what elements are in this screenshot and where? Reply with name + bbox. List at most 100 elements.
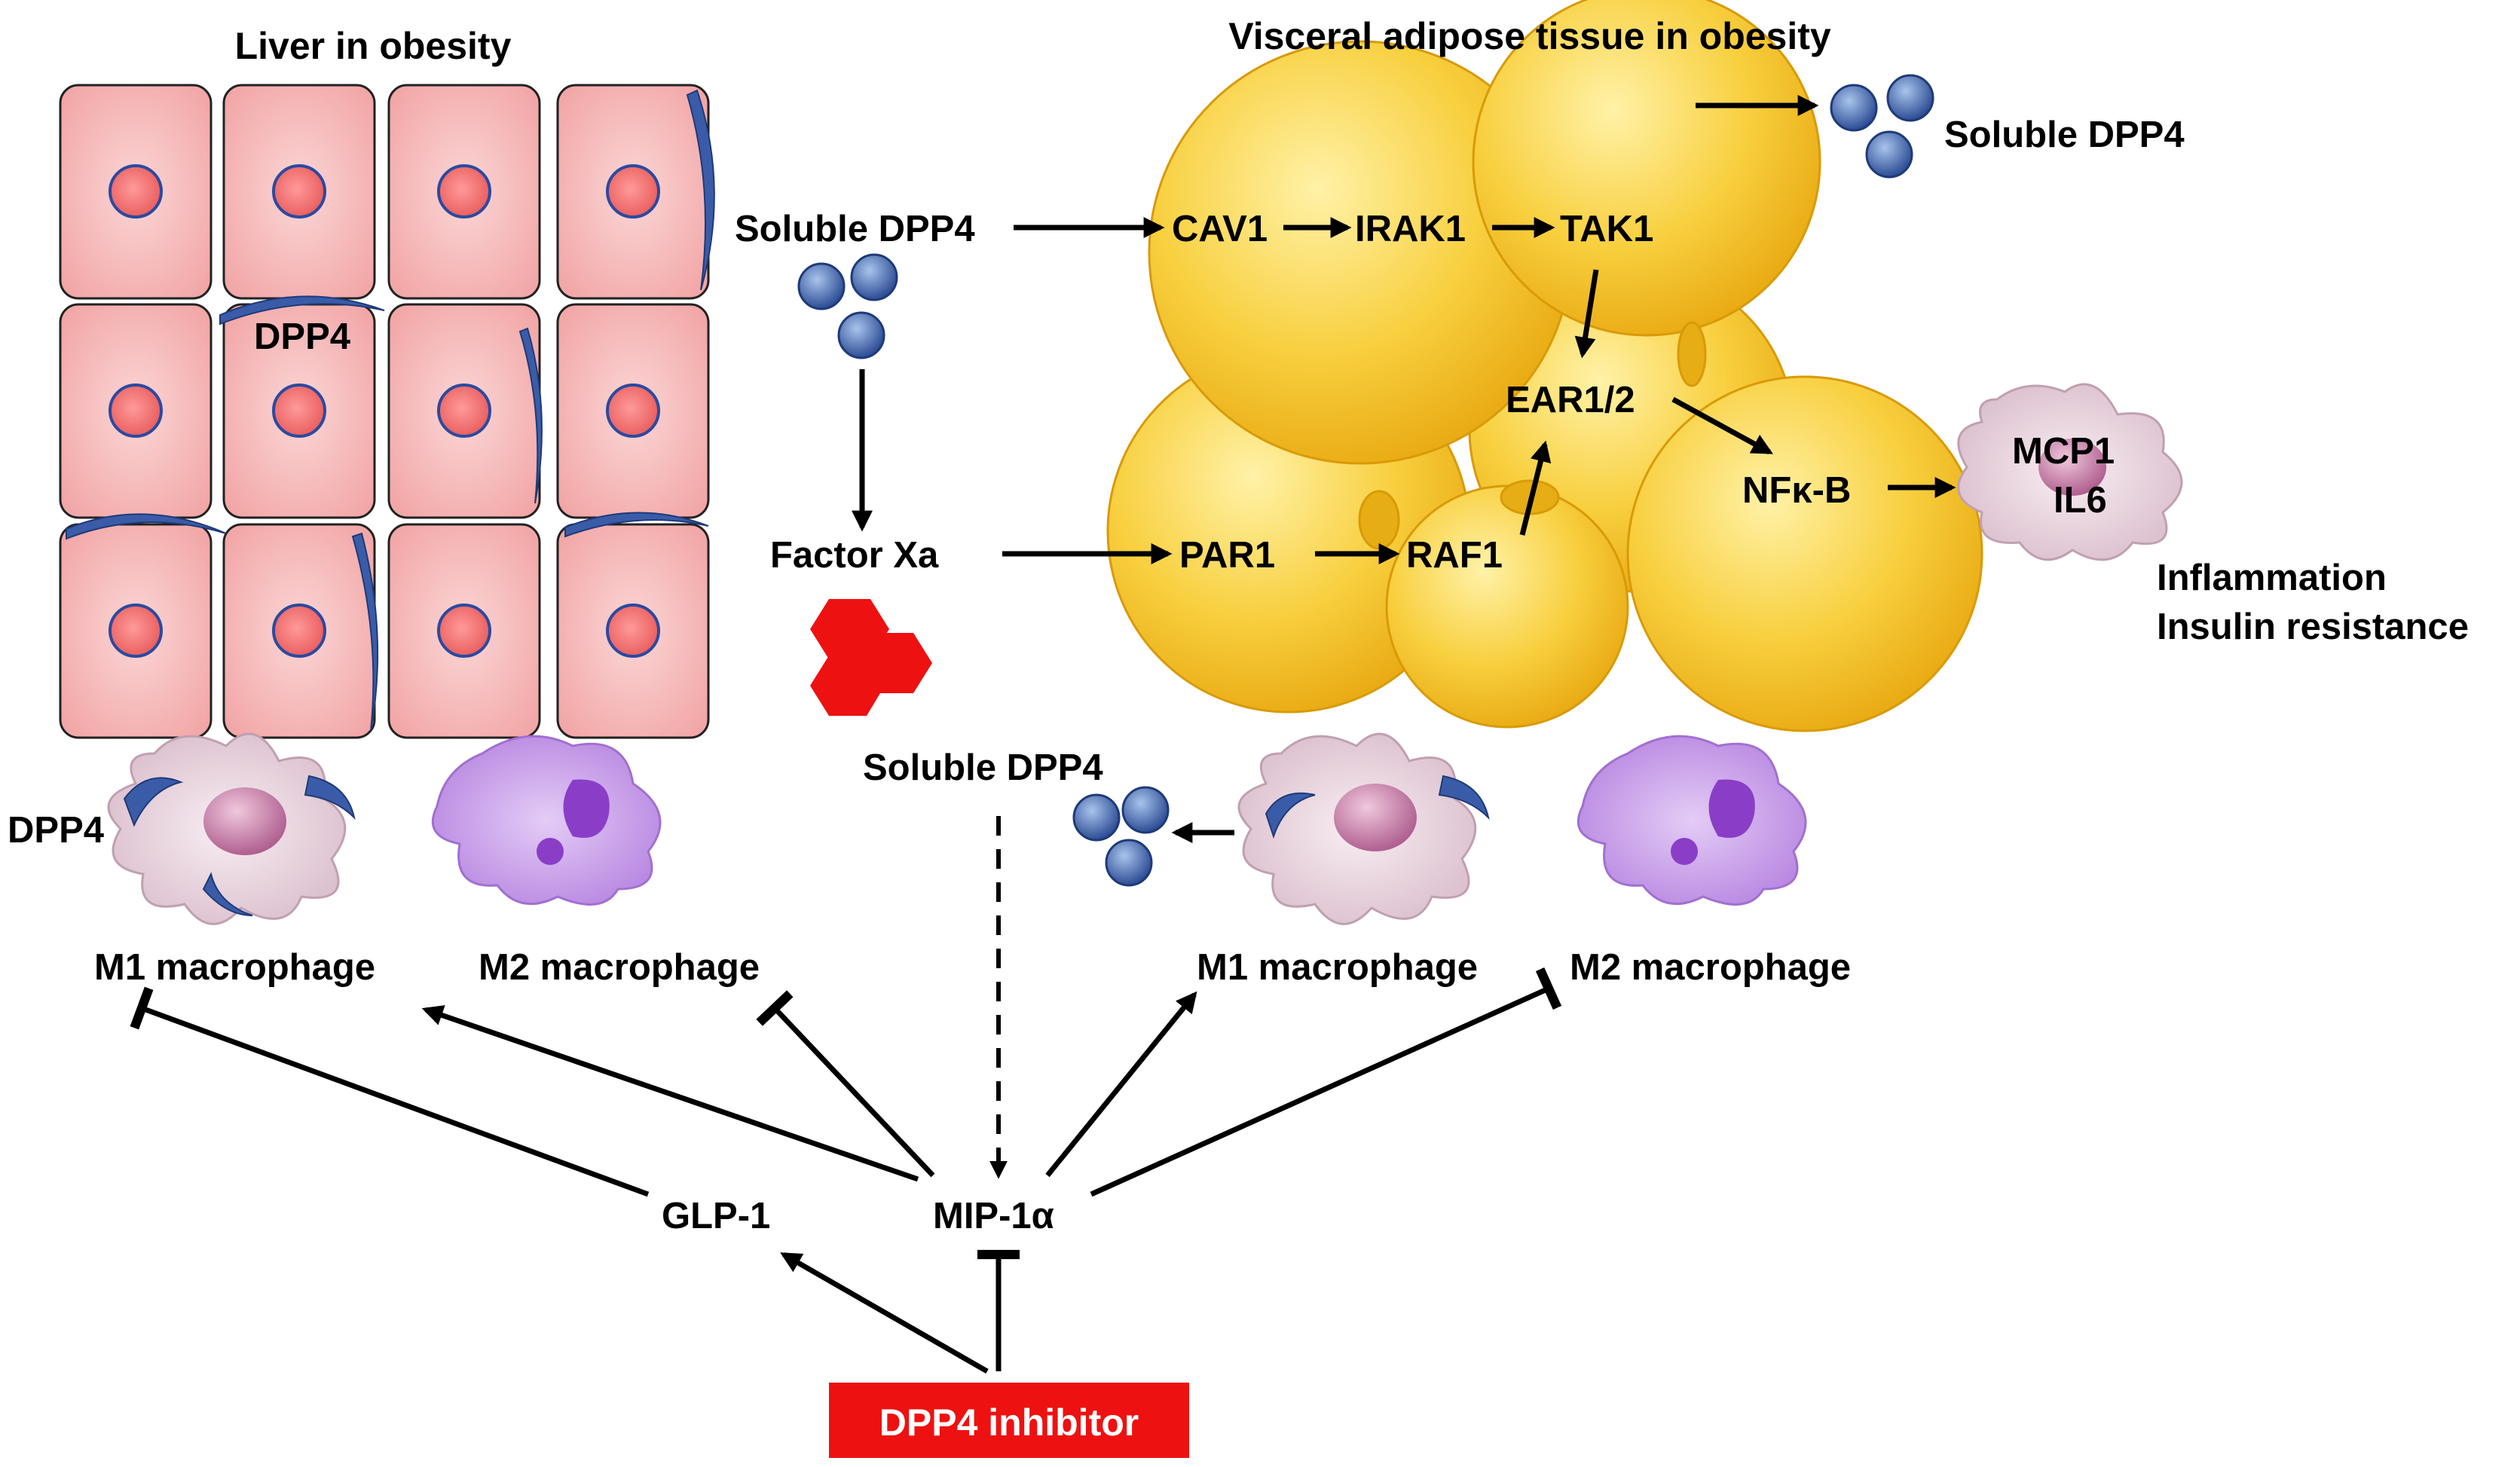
arrow-tak1-to-ear12 [1574, 269, 1599, 359]
il6-label: IL6 [2054, 480, 2107, 521]
soluble-dpp4-label-middle: Soluble DPP4 [863, 747, 1103, 788]
m2-macrophage-label-left: M2 macrophage [479, 947, 760, 988]
inhibit-mip1a-to-m2-right [1090, 967, 1562, 1197]
soluble-dpp4-sphere-icon [837, 311, 885, 359]
m1-macrophage-label-left: M1 macrophage [94, 947, 375, 988]
soluble-dpp4-sphere-icon [1105, 839, 1153, 887]
m1-macrophage-label-right: M1 macrophage [1197, 947, 1478, 988]
adipocyte [1385, 484, 1629, 729]
m2-macrophage-icon [431, 735, 662, 906]
pathway-arrows [130, 95, 1956, 1374]
dpp4-membrane-arc-icon [351, 532, 379, 732]
soluble-dpp4-label-top-right: Soluble DPP4 [1944, 115, 2185, 155]
m1-macrophage-left [107, 732, 356, 925]
m2-macrophage-nucleus [563, 779, 610, 838]
hepatocyte-nucleus [437, 604, 491, 658]
liver-hepatocyte-grid [59, 84, 715, 739]
hepatocyte-nucleus [272, 164, 326, 219]
adipocyte-nucleus [1677, 321, 1707, 387]
dpp4-membrane-arcs-liver [66, 89, 715, 732]
m1-macrophage-nucleus [2038, 439, 2106, 496]
hepatocyte-nucleus [272, 604, 326, 658]
factor-xa-label: Factor Xa [770, 535, 939, 576]
arrow-ear12-to-nfkb [1671, 396, 1773, 455]
soluble-dpp4-spheres-top-right [1830, 74, 1934, 179]
adipose-title: Visceral adipose tissue in obesity [1228, 15, 1831, 57]
dpp4-membrane-arc-icon [1265, 792, 1316, 839]
hepatocyte-nucleus [437, 164, 491, 219]
dpp4-membrane-arc-icon [202, 872, 253, 916]
soluble-dpp4-sphere-icon [1121, 786, 1170, 834]
adipocyte-nucleus [1358, 490, 1400, 550]
dpp4-membrane-arc-icon [564, 512, 709, 538]
m1-macrophage-nucleus [1334, 784, 1417, 851]
dpp4-membrane-arc-icon [518, 327, 543, 504]
adipocyte [1626, 375, 1983, 732]
hepatocyte-nucleus [109, 604, 163, 658]
raf1-label: RAF1 [1406, 535, 1503, 576]
nfkb-label: NFκ-B [1742, 470, 1851, 511]
insulin-resistance-label: Insulin resistance [2157, 607, 2469, 647]
soluble-dpp4-sphere-icon [1072, 793, 1121, 842]
hepatocyte-nucleus [606, 604, 660, 658]
hepatocyte-row-1 [59, 84, 710, 300]
soluble-dpp4-label-left: Soluble DPP4 [735, 209, 975, 249]
dpp4-membrane-arc-icon [123, 777, 184, 827]
dpp4-macrophage-label: DPP4 [8, 810, 104, 851]
soluble-dpp4-spheres-middle [1072, 786, 1170, 887]
m1-macrophage-right [1237, 732, 1490, 925]
soluble-dpp4-spheres-left [797, 253, 898, 359]
arrow-inhibitor-to-glp1 [780, 1252, 989, 1374]
factor-xa-hexagon-icon [810, 656, 885, 716]
dpp4-inhibitor-box [829, 1383, 1189, 1458]
m2-macrophage-vesicle [1671, 838, 1698, 865]
hepatocyte-nucleus [606, 164, 660, 219]
arrow-mip1a-to-m2-left [421, 1005, 919, 1182]
dpp4-inhibitor-label: DPP4 inhibitor [879, 1401, 1139, 1444]
soluble-dpp4-sphere-icon [797, 262, 846, 310]
adipocyte [1472, 0, 1821, 337]
dpp4-membrane-arc-icon [219, 295, 385, 325]
ear12-label: EAR1/2 [1506, 380, 1635, 420]
inhibit-mip1a-to-m2-left [756, 990, 935, 1178]
arrow-raf1-to-ear12 [1519, 440, 1552, 536]
dpp4-liver-label: DPP4 [254, 316, 350, 357]
glp1-label: GLP-1 [662, 1196, 770, 1236]
m2-macrophage-vesicle [537, 838, 564, 865]
m2-macrophage-icon [1577, 735, 1807, 906]
mcp1-label: MCP1 [2012, 431, 2115, 472]
dpp4-membrane-arc-icon [686, 89, 715, 291]
soluble-dpp4-sphere-icon [1886, 74, 1934, 122]
hepatocyte-nucleus [272, 384, 326, 438]
dpp4-membrane-arc-icon [1438, 775, 1490, 821]
hepatocyte-nucleus [109, 164, 163, 219]
hepatocyte-nucleus [606, 384, 660, 438]
hepatocyte-nucleus [109, 384, 163, 438]
cav1-label: CAV1 [1172, 209, 1268, 249]
m2-macrophage-left [431, 735, 662, 906]
liver-title: Liver in obesity [235, 25, 512, 67]
arrow-mip1a-to-m1-right [1045, 991, 1197, 1178]
irak1-label: IRAK1 [1355, 209, 1466, 249]
soluble-dpp4-sphere-icon [850, 253, 898, 301]
par1-label: PAR1 [1179, 535, 1275, 576]
hepatocyte-row-3 [59, 523, 710, 739]
factor-xa-hexagons [810, 599, 932, 716]
hepatocyte-nucleus [437, 384, 491, 438]
inflammatory-macrophage [1957, 383, 2183, 561]
m1-macrophage-nucleus [203, 787, 286, 855]
soluble-dpp4-sphere-icon [1865, 130, 1913, 179]
dpp4-membrane-arc-icon [304, 775, 356, 821]
m2-macrophage-label-right: M2 macrophage [1570, 947, 1851, 988]
inflammation-label: Inflammation [2157, 558, 2387, 598]
tak1-label: TAK1 [1560, 209, 1653, 249]
hepatocyte-row-2 [59, 303, 710, 519]
soluble-dpp4-sphere-icon [1830, 84, 1878, 132]
dpp4-membrane-arc-icon [66, 513, 227, 540]
adipocyte-cluster [1106, 0, 1983, 732]
mip1a-label: MIP-1α [933, 1196, 1054, 1236]
m2-macrophage-right [1577, 735, 1807, 906]
inhibit-glp1-to-m1-left [130, 986, 650, 1197]
m2-macrophage-nucleus [1708, 779, 1755, 838]
